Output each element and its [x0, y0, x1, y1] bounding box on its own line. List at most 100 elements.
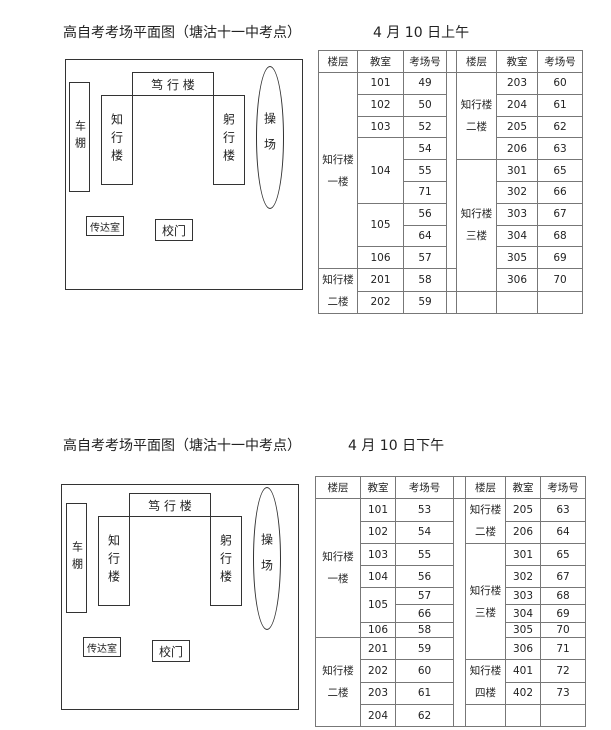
table-cell: 62 — [395, 704, 454, 727]
table-cell: 65 — [537, 159, 583, 182]
plan-title: 高自考考场平面图（塘沽十一中考点） — [63, 438, 301, 454]
duxing-building: 笃 行 楼 — [132, 72, 214, 96]
table-cell: 59 — [395, 637, 454, 660]
table-cell: 206 — [505, 520, 541, 544]
header-cell: 楼层 — [315, 476, 361, 499]
table-cell: 105 — [360, 587, 396, 623]
table-cell: 71 — [540, 637, 586, 660]
gap-cell — [446, 50, 457, 73]
table-cell: 56 — [403, 202, 447, 226]
table-cell: 305 — [505, 622, 541, 638]
table-cell: 62 — [537, 115, 583, 139]
header-row: 楼层教室考场号楼层教室考场号 — [315, 476, 586, 499]
header-cell: 教室 — [496, 50, 538, 73]
table-cell: 106 — [357, 246, 404, 270]
table-cell: 55 — [403, 159, 447, 182]
table-cell: 61 — [395, 681, 454, 705]
header-cell: 楼层 — [318, 50, 358, 73]
table-cell: 202 — [360, 659, 396, 683]
header-cell: 考场号 — [540, 476, 586, 499]
table-cell: 402 — [505, 681, 541, 705]
floor-cell: 知行楼二楼 — [315, 637, 361, 727]
table-cell: 55 — [395, 543, 454, 566]
table-cell: 302 — [505, 565, 541, 588]
table-cell: 205 — [505, 498, 541, 522]
table-cell: 63 — [540, 498, 586, 522]
duxing-building: 笃 行 楼 — [129, 493, 211, 517]
table-cell: 102 — [360, 520, 396, 544]
table-cell: 66 — [537, 180, 583, 204]
plan-date: 4 月 10 日下午 — [348, 438, 445, 454]
table-cell: 301 — [505, 543, 541, 566]
gap-cell — [446, 268, 457, 292]
table-cell: 73 — [540, 681, 586, 705]
table-cell: 205 — [496, 115, 538, 139]
table-cell: 101 — [357, 72, 404, 95]
zhixing-building: 知行楼 — [101, 95, 133, 185]
table-cell: 106 — [360, 622, 396, 638]
table-cell: 104 — [360, 565, 396, 588]
table-cell: 53 — [395, 498, 454, 522]
table-cell: 56 — [395, 565, 454, 588]
table-cell: 57 — [403, 246, 447, 270]
table-cell: 69 — [537, 246, 583, 270]
table-cell: 204 — [496, 93, 538, 117]
table-cell: 66 — [395, 604, 454, 623]
table-cell: 60 — [395, 659, 454, 683]
table-cell: 203 — [360, 681, 396, 705]
table-cell: 306 — [505, 637, 541, 660]
header-cell: 楼层 — [456, 50, 497, 73]
floor-cell: 知行楼一楼 — [315, 498, 361, 638]
table-cell — [505, 704, 541, 727]
gap-cell — [453, 476, 466, 499]
plan-title: 高自考考场平面图（塘沽十一中考点） — [63, 25, 301, 41]
table-cell: 68 — [540, 587, 586, 605]
table-cell: 206 — [496, 137, 538, 161]
table-cell: 57 — [395, 587, 454, 605]
floor-cell: 知行楼三楼 — [456, 159, 497, 292]
playground: 操场 — [253, 487, 281, 630]
table-cell: 304 — [496, 224, 538, 248]
table-cell: 54 — [403, 137, 447, 161]
table-cell: 61 — [537, 93, 583, 117]
table-cell: 103 — [357, 115, 404, 139]
header-cell: 教室 — [505, 476, 541, 499]
header-cell: 考场号 — [537, 50, 583, 73]
school-gate: 校门 — [152, 640, 190, 662]
bike-shed: 车棚 — [66, 503, 87, 613]
table-cell: 69 — [540, 604, 586, 623]
table-cell: 104 — [357, 137, 404, 204]
playground: 操场 — [256, 66, 284, 209]
header-cell: 教室 — [360, 476, 396, 499]
table-cell — [496, 290, 538, 315]
table-cell: 64 — [540, 520, 586, 544]
table-cell: 202 — [357, 290, 404, 315]
table-cell: 58 — [395, 622, 454, 638]
table-cell: 101 — [360, 498, 396, 522]
gap-cell — [446, 290, 457, 315]
guard-room: 传达室 — [86, 216, 124, 236]
gongxing-building: 躬行楼 — [210, 516, 242, 606]
floor-cell: 知行楼三楼 — [465, 543, 506, 660]
table-cell: 59 — [403, 290, 447, 315]
school-gate: 校门 — [155, 219, 193, 241]
table-cell: 67 — [540, 565, 586, 588]
gap-cell — [453, 498, 466, 727]
table-cell: 58 — [403, 268, 447, 292]
table-cell: 70 — [540, 622, 586, 638]
table-cell: 303 — [505, 587, 541, 605]
